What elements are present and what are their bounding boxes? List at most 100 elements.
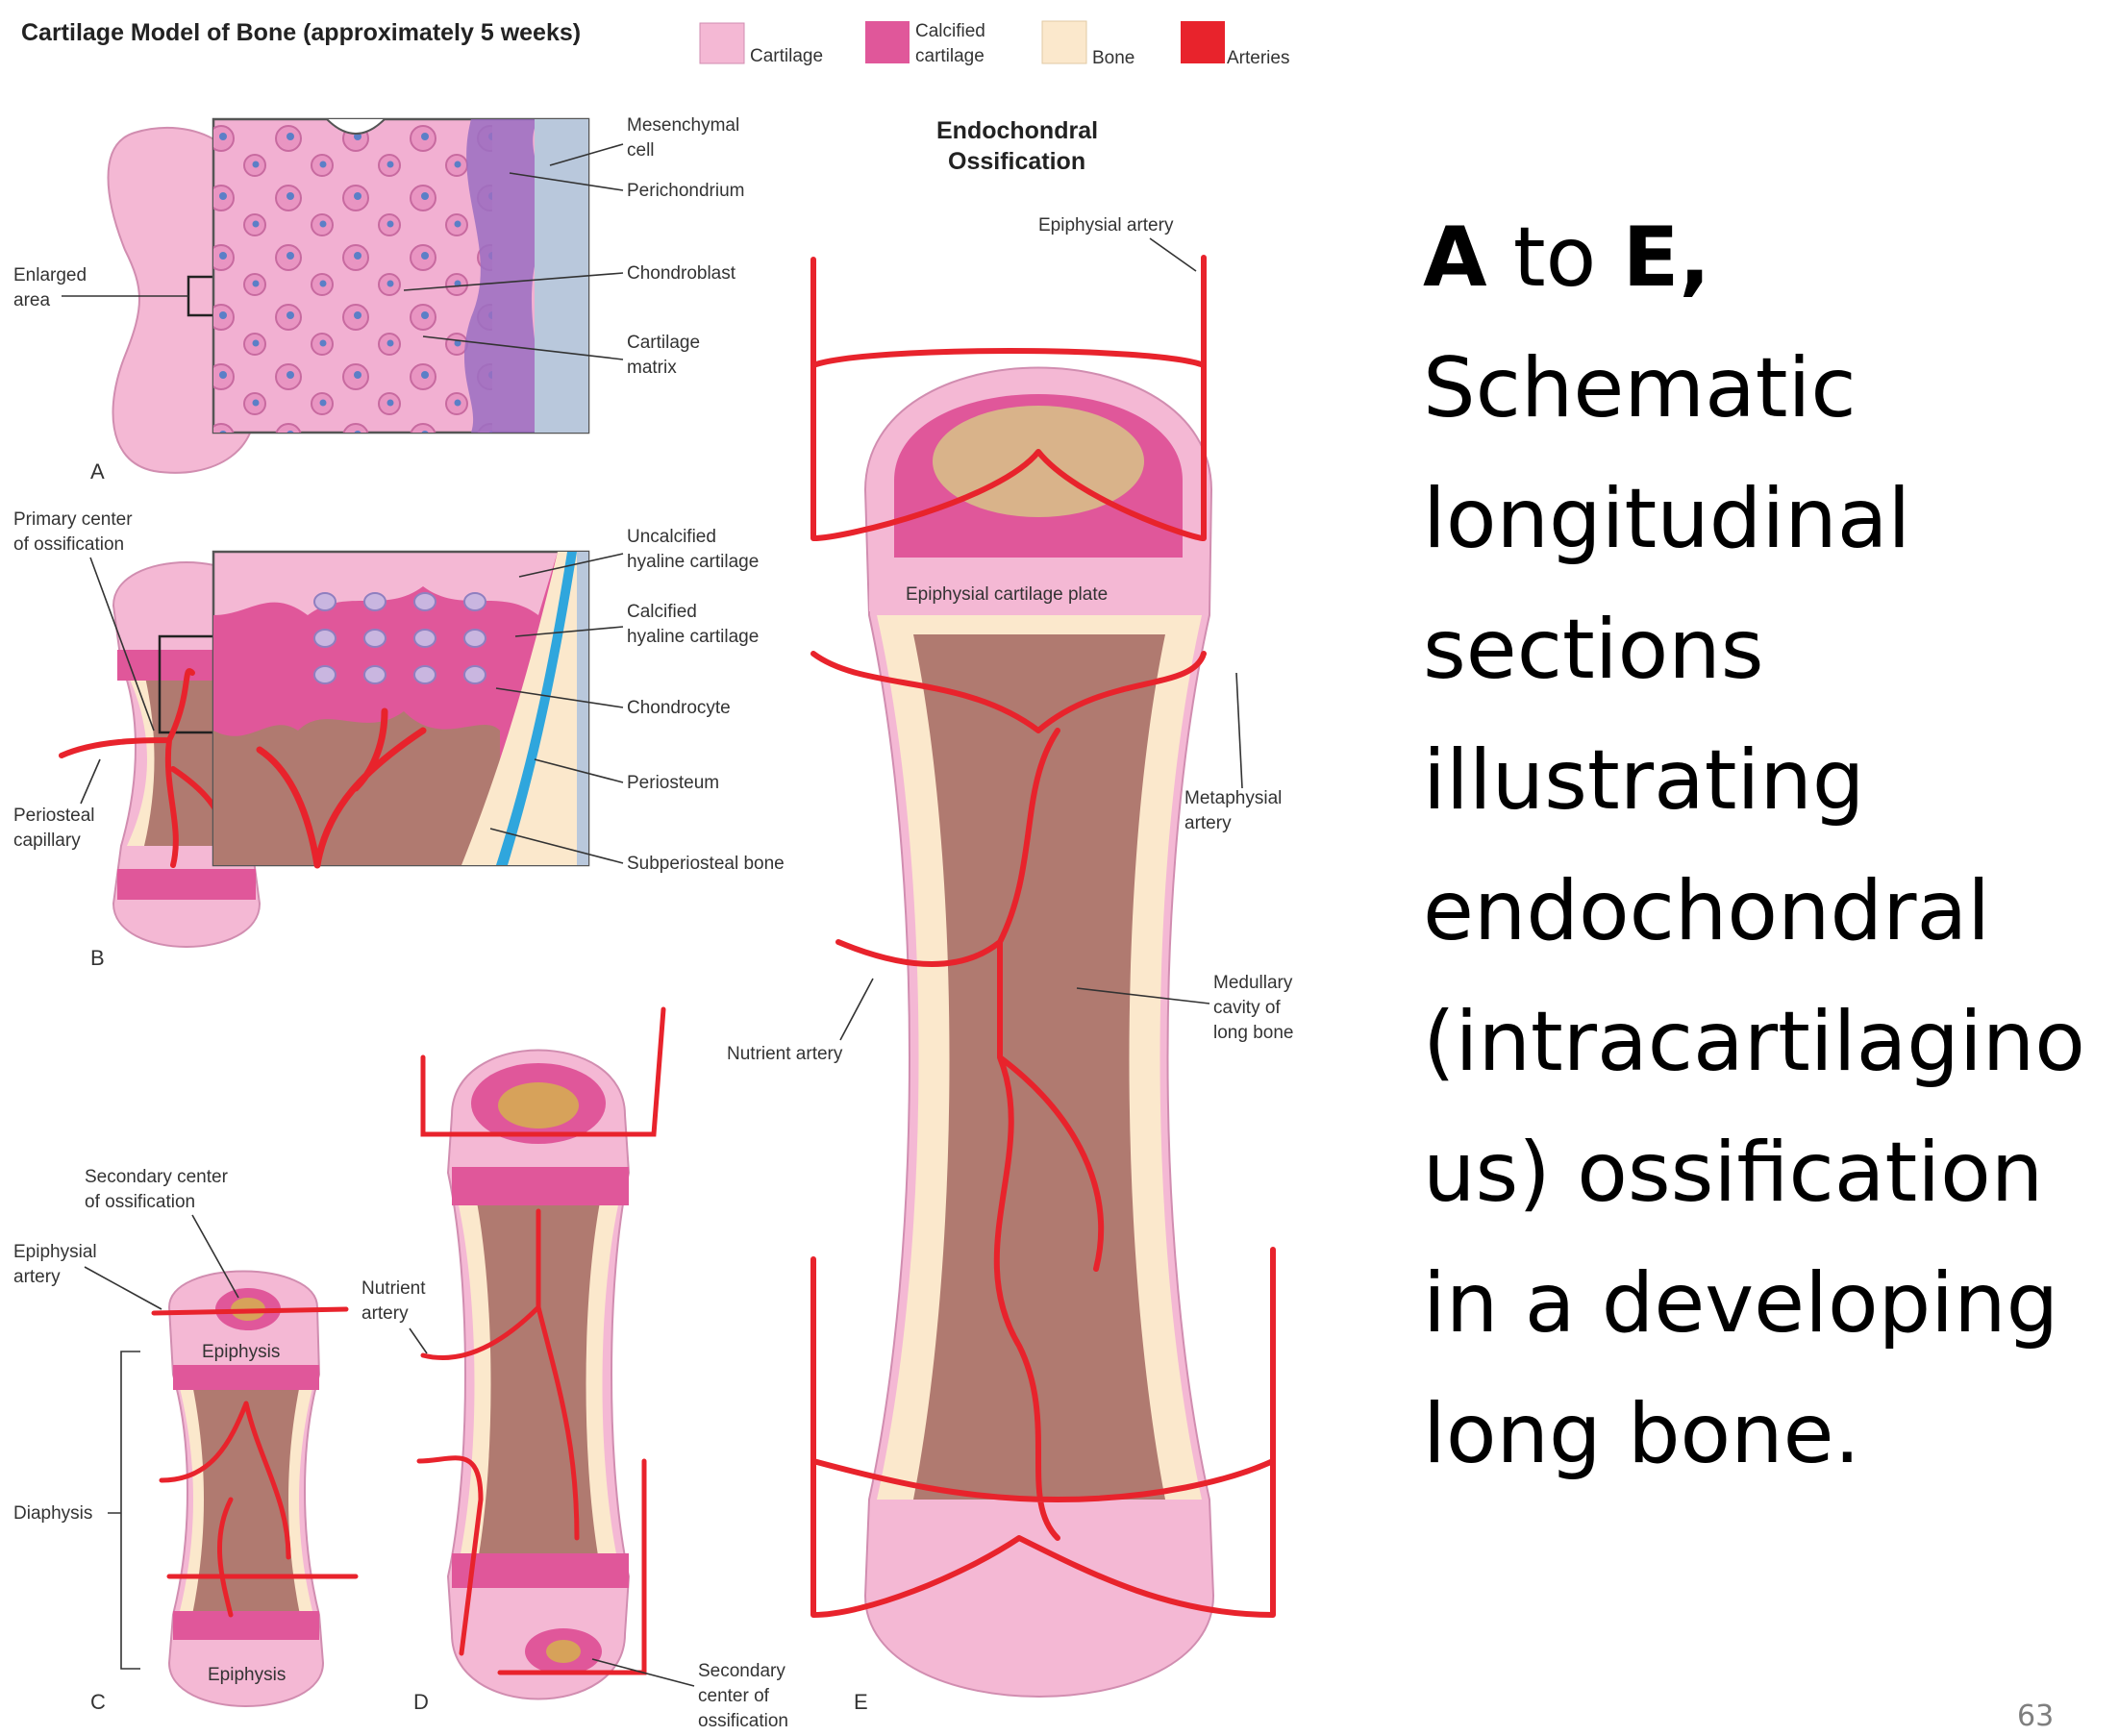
- panel-c-bracket: [108, 1351, 140, 1670]
- caption-e: E,: [1622, 210, 1710, 306]
- panel-b-label-calcified-1: Calcified: [627, 602, 697, 622]
- panel-d-label-secondary-3: ossification: [698, 1711, 788, 1731]
- panel-e-label-medullary-2: cavity of: [1213, 998, 1281, 1018]
- panel-a-label-mesenchymal-2: cell: [627, 140, 655, 161]
- legend-calcified-label-2: cartilage: [915, 46, 985, 66]
- panel-b-chondrocytes: [288, 586, 510, 702]
- leader-chondroblast: [403, 272, 624, 291]
- panel-e-label-metaphysial-2: artery: [1184, 813, 1232, 833]
- panel-b-label-uncalcified-2: hyaline cartilage: [627, 552, 759, 572]
- legend-cartilage-label: Cartilage: [750, 46, 823, 66]
- panel-d-epiphysis-top-bone: [498, 1082, 579, 1128]
- caption-line-9: in a developing: [1423, 1255, 2059, 1352]
- panel-b-label-subperiosteal: Subperiosteal bone: [627, 854, 785, 874]
- caption-line-10: long bone.: [1423, 1386, 1860, 1482]
- panel-e-cartilage-plate: [869, 573, 1208, 611]
- caption: A to E, Schematic longitudinal sections …: [1423, 192, 2115, 1500]
- caption-to: to: [1486, 210, 1623, 306]
- panel-b-outer: [577, 552, 588, 865]
- panel-d-letter: D: [413, 1690, 429, 1714]
- leader-subperiosteal: [489, 828, 624, 864]
- panel-e-label-epiphysial: Epiphysial artery: [1038, 215, 1174, 236]
- leader-calcified: [514, 626, 624, 637]
- panel-b-label-chondrocyte: Chondrocyte: [627, 698, 731, 718]
- figure-artwork: Cartilage Model of Bone (approximately 5…: [13, 19, 1293, 1731]
- panel-a-label-matrix-1: Cartilage: [627, 333, 700, 353]
- panel-b-label-primary-1: Primary center: [13, 509, 133, 530]
- panel-b-label-primary-2: of ossification: [13, 534, 124, 555]
- panel-c-letter: C: [90, 1690, 106, 1714]
- panel-b-arteries: [59, 668, 234, 868]
- panel-e-label-medullary-1: Medullary: [1213, 973, 1293, 993]
- caption-line-6: endochondral: [1423, 863, 1991, 959]
- panel-c-cavity: [192, 1384, 300, 1615]
- leader-periosteum: [534, 758, 624, 783]
- figure-title: Cartilage Model of Bone (approximately 5…: [21, 19, 581, 46]
- panel-c-epiphysis-bottom: Epiphysis: [208, 1665, 286, 1685]
- panel-a-label-enlarged-2: area: [13, 290, 50, 310]
- panel-e-label-nutrient: Nutrient artery: [727, 1044, 843, 1064]
- panel-c-label-secondary-2: of ossification: [85, 1192, 195, 1212]
- leader-epiphysial-c: [84, 1266, 162, 1310]
- legend-arteries-swatch: [1181, 21, 1225, 63]
- caption-line-1: A to E,: [1423, 192, 2115, 323]
- panel-a-cells: [213, 119, 492, 433]
- panel-c-label-diaphysis: Diaphysis: [13, 1503, 92, 1524]
- caption-a: A: [1423, 210, 1487, 306]
- legend: Cartilage Calcified cartilage Bone Arter…: [699, 20, 1289, 68]
- panel-b-label-uncalcified-1: Uncalcified: [627, 527, 716, 547]
- panel-c: Epiphysis Epiphysis C Secondary center o…: [13, 1167, 359, 1714]
- leader-perichondrium: [509, 172, 624, 191]
- panel-b-lower-calcified: [117, 869, 256, 900]
- panel-b-label-periosteal-1: Periosteal: [13, 806, 95, 826]
- panel-b-label-calcified-2: hyaline cartilage: [627, 627, 759, 647]
- panel-e-label-plate: Epiphysial cartilage plate: [906, 584, 1108, 605]
- leader-periosteal: [80, 758, 101, 805]
- leader-metaphysial: [1235, 672, 1243, 789]
- legend-bone-label: Bone: [1092, 48, 1134, 68]
- panel-a-label-chondroblast: Chondroblast: [627, 263, 736, 284]
- panel-b-periosteum: [496, 552, 577, 865]
- panel-a-label-enlarged-1: Enlarged: [13, 265, 87, 285]
- panel-b-letter: B: [90, 946, 105, 970]
- panel-e-cavity: [913, 634, 1165, 1500]
- panel-d-cavity: [475, 1192, 602, 1576]
- panel-b-label-periosteal-2: capillary: [13, 831, 81, 851]
- panel-e: Endochondral Ossification Epiphysial car…: [727, 117, 1293, 1714]
- panel-e-label-metaphysial-1: Metaphysial: [1184, 788, 1282, 808]
- caption-line-2: Schematic: [1423, 340, 1857, 436]
- panel-c-label-secondary-1: Secondary center: [85, 1167, 229, 1187]
- caption-line-7: (intracartilagino: [1423, 994, 2085, 1090]
- legend-arteries-label: Arteries: [1227, 48, 1289, 68]
- leader-uncalcified: [518, 553, 624, 578]
- panel-a-label-perichondrium: Perichondrium: [627, 181, 745, 201]
- panel-a-notch: [326, 118, 386, 135]
- panel-a: A Enlarged area Mesenchymal cell Pericho…: [13, 115, 745, 484]
- panel-d-upper-calcified: [452, 1167, 629, 1205]
- panel-a-letter: A: [90, 459, 105, 484]
- panel-d-label-secondary-2: center of: [698, 1686, 770, 1706]
- leader-secondary-c: [191, 1214, 239, 1299]
- leader-nutrient-e: [839, 978, 874, 1041]
- panel-d: D Nutrient artery Secondary center of os…: [361, 1006, 788, 1731]
- panel-a-label-matrix-2: matrix: [627, 358, 677, 378]
- e-heading-1: Endochondral: [936, 117, 1098, 144]
- slide-number: 63: [2017, 1699, 2055, 1733]
- panel-d-label-nutrient-1: Nutrient: [361, 1278, 426, 1299]
- panel-d-label-nutrient-2: artery: [361, 1303, 409, 1324]
- caption-line-5: illustrating: [1423, 732, 1865, 829]
- caption-line-8: us) ossification: [1423, 1125, 2044, 1221]
- leader-nutrient-d: [409, 1327, 428, 1354]
- leader-epiphysial-e: [1149, 237, 1197, 272]
- panel-e-arteries: [810, 255, 1276, 1618]
- leader-primary: [89, 557, 155, 732]
- panel-c-upper-calcified: [173, 1365, 319, 1390]
- legend-calcified-label-1: Calcified: [915, 21, 985, 41]
- legend-calcified-swatch: [865, 21, 910, 63]
- legend-cartilage-swatch: [699, 22, 745, 64]
- panel-b-zoom-arteries: [256, 707, 427, 869]
- leader-medullary: [1076, 987, 1210, 1004]
- e-heading-2: Ossification: [948, 148, 1085, 175]
- panel-e-letter: E: [854, 1690, 868, 1714]
